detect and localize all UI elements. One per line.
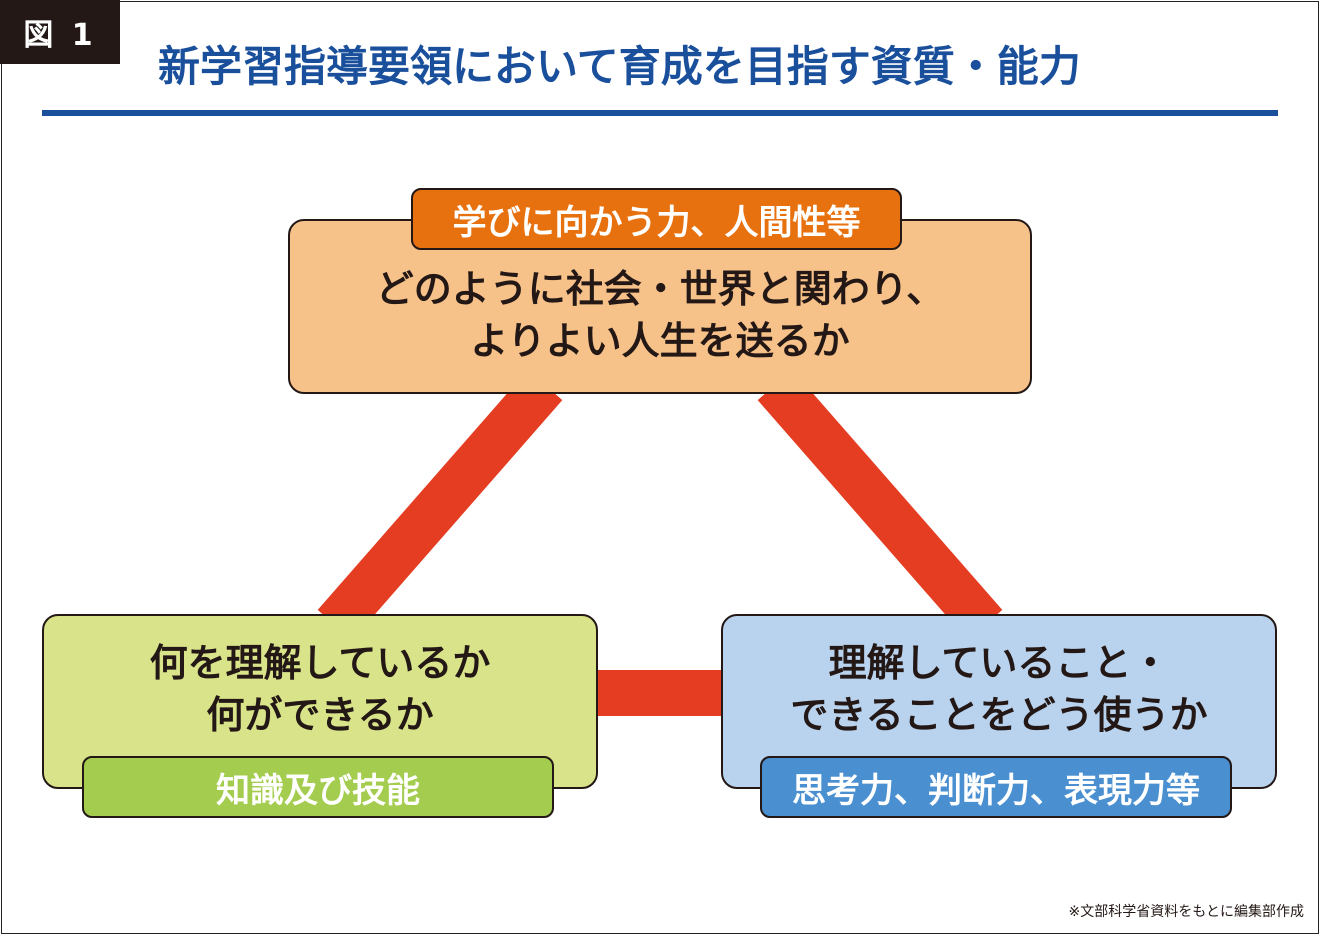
node-left-line2: 何ができるか: [206, 692, 434, 737]
source-note: ※文部科学省資料をもとに編集部作成: [1068, 904, 1304, 920]
figure-label: 図 1: [0, 0, 120, 64]
node-top-tag: 学びに向かう力、人間性等: [411, 188, 902, 250]
node-right-line1: 理解していること・: [828, 640, 1170, 685]
connector-top-left: [317, 369, 563, 641]
node-right-tag: 思考力、判断力、表現力等: [760, 756, 1232, 818]
title-underline: [42, 110, 1278, 116]
node-left-line1: 何を理解しているか: [149, 640, 491, 685]
node-right-line2: できることをどう使うか: [790, 692, 1208, 737]
node-top-line2: よりよい人生を送るか: [470, 318, 850, 363]
node-left-tag: 知識及び技能: [82, 756, 554, 818]
connector-top-right: [757, 369, 1003, 641]
node-top-line1: どのように社会・世界と関わり、: [375, 266, 945, 311]
diagram-title: 新学習指導要領において育成を目指す資質・能力: [158, 42, 1081, 91]
